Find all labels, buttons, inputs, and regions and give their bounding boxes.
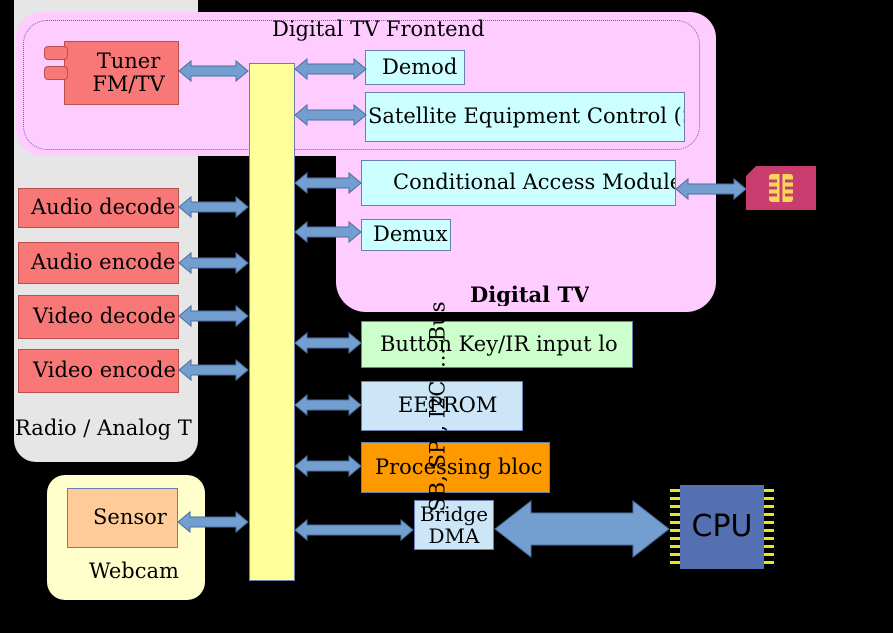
video-encoder-block: Video encode xyxy=(18,349,179,393)
bus-cam-arrow xyxy=(294,171,362,195)
bus-sec-arrow xyxy=(294,103,367,127)
audio-decoder-arrow xyxy=(178,195,249,219)
cam-block: Conditional Access Module xyxy=(361,160,676,206)
video-encoder-arrow xyxy=(178,358,249,382)
video-decoder-block: Video decode xyxy=(18,295,179,339)
cpu-chip: CPU xyxy=(670,485,774,569)
demux-block: Demux xyxy=(361,219,451,251)
frontend-title: Digital TV Frontend xyxy=(272,18,485,41)
processing-block: Processing bloc xyxy=(361,442,550,493)
sensor-block: Sensor xyxy=(67,488,178,548)
bus-processing-arrow xyxy=(294,454,362,478)
button-ir-block: Button Key/IR input lo xyxy=(361,321,633,368)
bus-button-arrow xyxy=(294,331,362,355)
sensor-bus-arrow xyxy=(177,510,249,534)
antenna-connector-icon xyxy=(44,46,68,60)
frontend-dotted-border xyxy=(23,20,700,150)
audio-encoder-arrow xyxy=(178,251,249,275)
bridge-dma-block: Bridge DMA xyxy=(414,500,494,550)
eeprom-block: EEPROM xyxy=(361,381,523,431)
bus-bridge-arrow xyxy=(294,518,414,542)
sec-block: Satellite Equipment Control (S xyxy=(365,92,685,142)
audio-decoder-block: Audio decode xyxy=(18,188,179,228)
demod-block: Demod xyxy=(365,50,465,85)
webcam-label: Webcam xyxy=(89,560,179,583)
radio-analog-label: Radio / Analog T xyxy=(15,417,192,440)
audio-encoder-block: Audio encode xyxy=(18,242,179,284)
sim-card-icon xyxy=(746,166,816,210)
main-bus xyxy=(249,63,295,581)
system-bus-arrow xyxy=(494,499,670,559)
cam-sim-arrow xyxy=(675,177,747,201)
antenna-connector-icon xyxy=(44,66,68,80)
tuner-bus-arrow xyxy=(178,59,249,83)
bus-demux-arrow xyxy=(294,220,362,244)
digital-tv-title: Digital TV xyxy=(470,283,590,307)
tuner-block: Tuner FM/TV xyxy=(64,41,179,105)
video-decoder-arrow xyxy=(178,304,249,328)
bus-eeprom-arrow xyxy=(294,393,362,417)
cpu-label: CPU xyxy=(691,509,753,544)
bus-demod-arrow xyxy=(294,57,367,81)
